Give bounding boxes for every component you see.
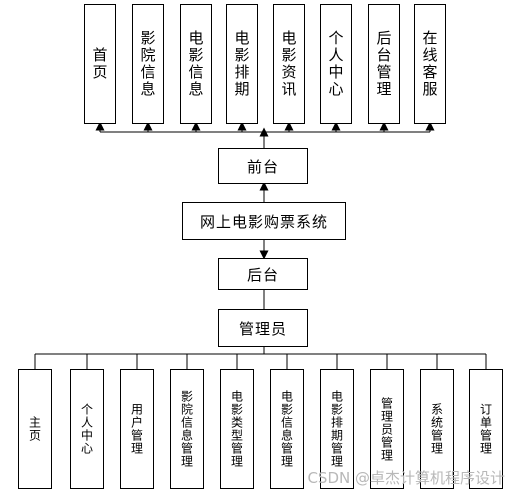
bottom-module-box: 订单管理 [469, 369, 503, 489]
bottom-module-label: 电影信息管理 [279, 390, 294, 468]
top-module-box: 电影排期 [226, 4, 258, 124]
admin-box: 管理员 [218, 309, 308, 347]
top-module-box: 首页 [84, 4, 116, 124]
bottom-module-label: 用户管理 [129, 403, 144, 455]
top-module-label: 首页 [90, 47, 109, 81]
bottom-module-box: 主页 [18, 369, 52, 489]
top-module-label: 在线客服 [420, 30, 439, 98]
backend-box: 后台 [218, 258, 308, 290]
top-module-label: 电影排期 [232, 30, 251, 98]
watermark: CSDN @卓杰计算机程序设计 [307, 469, 505, 487]
bottom-module-box: 系统管理 [420, 369, 454, 489]
top-module-label: 电影资讯 [279, 30, 298, 98]
bottom-module-label: 个人中心 [79, 403, 94, 455]
top-module-box: 个人中心 [320, 4, 352, 124]
admin-label: 管理员 [238, 319, 287, 338]
top-module-box: 后台管理 [368, 4, 400, 124]
top-module-box: 电影信息 [180, 4, 212, 124]
top-module-label: 个人中心 [326, 30, 345, 98]
top-module-label: 影院信息 [138, 30, 157, 98]
bottom-module-label: 影院信息管理 [179, 390, 194, 468]
top-module-label: 电影信息 [186, 30, 205, 98]
bottom-module-box: 电影信息管理 [270, 369, 304, 489]
bottom-module-label: 电影类型管理 [229, 390, 244, 468]
bottom-module-box: 电影类型管理 [220, 369, 254, 489]
bottom-module-box: 电影排期管理 [320, 369, 354, 489]
bottom-module-label: 订单管理 [478, 403, 493, 455]
top-module-box: 在线客服 [414, 4, 446, 124]
backend-label: 后台 [246, 265, 279, 284]
bottom-module-box: 用户管理 [120, 369, 154, 489]
frontend-box: 前台 [218, 148, 308, 184]
bottom-module-box: 个人中心 [70, 369, 104, 489]
bottom-module-label: 电影排期管理 [329, 390, 344, 468]
bottom-module-label: 主页 [27, 416, 42, 442]
system-box: 网上电影购票系统 [182, 202, 346, 240]
bottom-module-box: 管理员管理 [370, 369, 404, 489]
bottom-module-label: 管理员管理 [379, 396, 394, 462]
bottom-module-label: 系统管理 [429, 403, 444, 455]
system-label: 网上电影购票系统 [199, 212, 328, 231]
top-module-box: 电影资讯 [273, 4, 305, 124]
top-module-box: 影院信息 [132, 4, 164, 124]
top-module-label: 后台管理 [374, 30, 393, 98]
bottom-module-box: 影院信息管理 [170, 369, 204, 489]
frontend-label: 前台 [246, 157, 279, 176]
